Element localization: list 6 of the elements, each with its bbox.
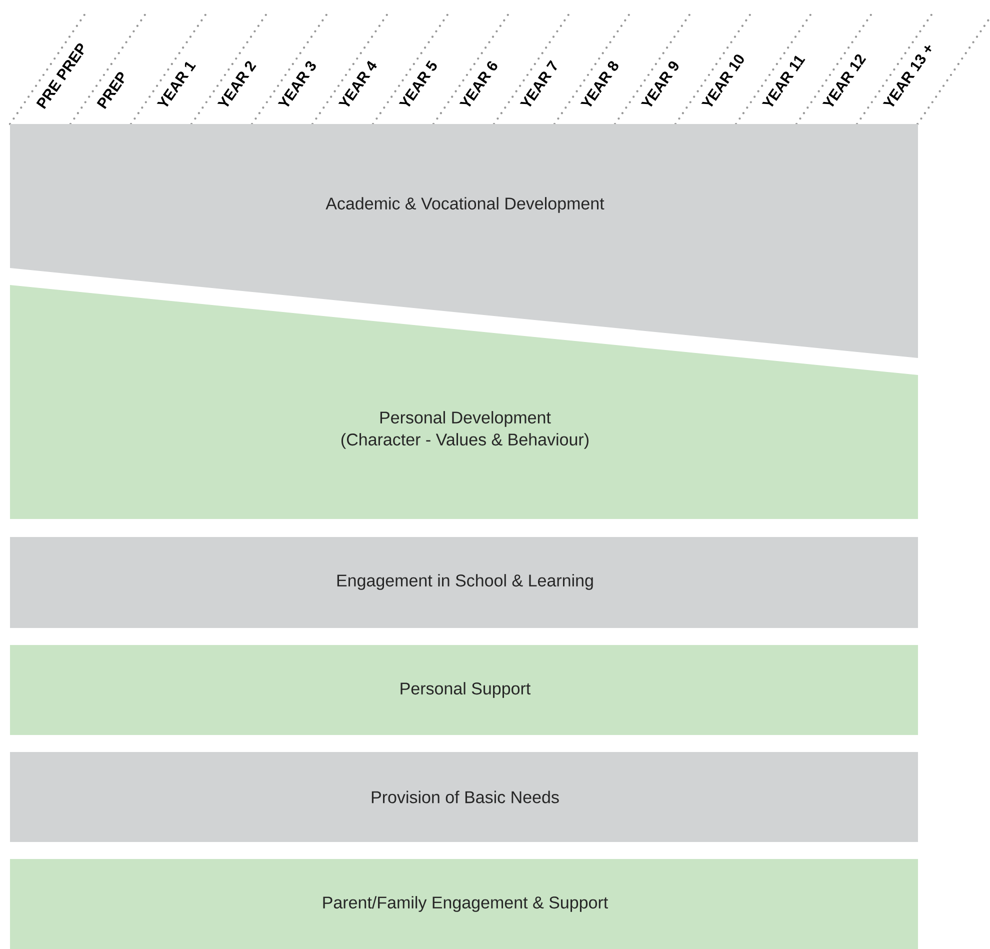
- band: Engagement in School & Learning: [10, 537, 918, 628]
- band: Personal Support: [10, 645, 918, 735]
- band: Academic & Vocational Development: [10, 124, 918, 358]
- band: Provision of Basic Needs: [10, 752, 918, 842]
- band: Parent/Family Engagement & Support: [10, 859, 918, 949]
- band: Personal Development (Character - Values & Behaviour): [10, 285, 918, 519]
